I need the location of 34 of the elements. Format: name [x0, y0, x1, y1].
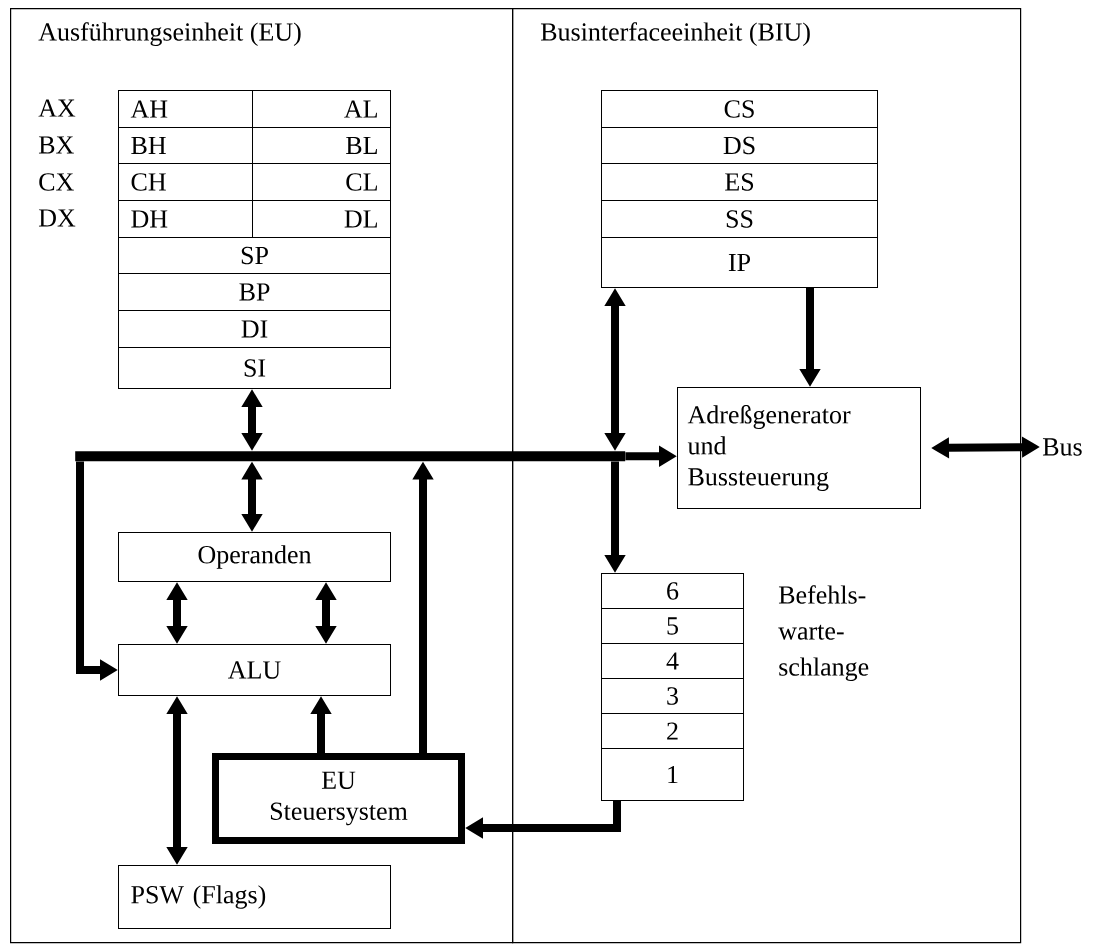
- register-cell: DI: [118, 310, 391, 348]
- flags-box: PSW (Flags): [118, 865, 391, 929]
- register-cell: SI: [118, 347, 391, 389]
- register-cell: DS: [601, 127, 878, 164]
- control-box: EU Steuersystem: [212, 753, 465, 844]
- register-cell: SP: [118, 237, 391, 274]
- register-cell: AL: [252, 90, 391, 128]
- register-cell: BH: [118, 127, 253, 164]
- register-cell: CS: [601, 90, 878, 128]
- register-label: DX: [38, 209, 76, 227]
- register-cell: ES: [601, 163, 878, 201]
- bus-label: Bus: [1042, 438, 1082, 456]
- operand-box: Operanden: [118, 532, 391, 582]
- queue-cell: 4: [601, 643, 744, 679]
- register-label: AX: [38, 99, 76, 117]
- queue-cell: 3: [601, 678, 744, 714]
- queue-cell: 1: [601, 748, 744, 801]
- register-label: CX: [39, 173, 74, 191]
- register-label: BX: [38, 136, 74, 154]
- alu-box: ALU: [118, 644, 391, 696]
- register-cell: CH: [118, 163, 253, 201]
- register-cell: BL: [252, 127, 391, 164]
- queue-cell: 6: [601, 573, 744, 609]
- register-cell: DH: [118, 200, 253, 238]
- register-cell: SS: [601, 200, 878, 238]
- queue-cell: 2: [601, 713, 744, 749]
- queue-cell: 5: [601, 608, 744, 644]
- register-cell: CL: [252, 163, 391, 201]
- address-box: Adreßgenerator und Bussteuerung: [677, 387, 921, 509]
- register-cell: AH: [118, 90, 253, 128]
- register-cell: BP: [118, 273, 391, 311]
- queue-label: Befehls- warte- schlange: [778, 585, 869, 682]
- register-cell: IP: [601, 237, 878, 288]
- register-cell: DL: [252, 200, 391, 238]
